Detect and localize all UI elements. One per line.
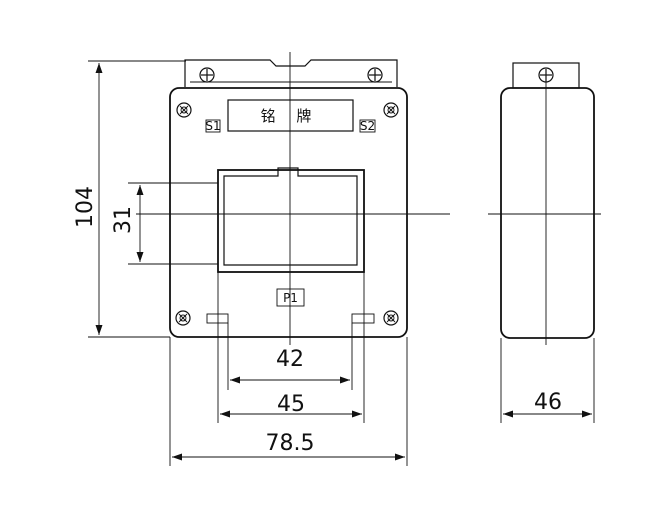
front-body — [169, 87, 408, 338]
dimension-104-label: 104 — [73, 186, 98, 228]
bracket-screw-left-icon — [199, 67, 215, 83]
dimension-46: 46 — [500, 338, 595, 423]
terminal-s2 — [359, 119, 376, 133]
bracket-screw-right-icon — [367, 67, 383, 83]
dimension-42: 42 — [227, 323, 353, 390]
terminal-p1 — [276, 288, 305, 307]
dimension-78-5-label: 78.5 — [266, 431, 315, 456]
corner-screw-top-left-icon — [176, 102, 192, 118]
terminal-s1-label: S1 — [205, 119, 220, 133]
side-view — [488, 62, 601, 345]
corner-screw-top-right-icon — [383, 102, 399, 118]
dimension-46-label: 46 — [534, 390, 562, 415]
terminal-s2-label: S2 — [360, 119, 375, 133]
window-outer — [217, 169, 365, 273]
dimension-31: 31 — [111, 182, 218, 265]
top-bracket — [184, 59, 398, 87]
side-bracket-screw-icon — [538, 67, 554, 83]
mounting-slot-right — [351, 313, 375, 324]
mounting-slot-left — [206, 313, 229, 324]
window-inner — [223, 167, 358, 266]
nameplate — [227, 99, 354, 132]
front-view: 铭 牌 S1 S2 P1 — [136, 52, 450, 345]
terminal-p1-label: P1 — [283, 291, 298, 305]
corner-screw-bottom-right-icon — [383, 310, 399, 326]
terminal-s1 — [205, 119, 221, 133]
nameplate-text: 铭 牌 — [261, 107, 320, 125]
corner-screw-bottom-left-icon — [175, 310, 191, 326]
dimension-104: 104 — [73, 60, 186, 338]
dimension-45-label: 45 — [277, 392, 305, 417]
dimension-31-label: 31 — [111, 206, 136, 234]
dimension-42-label: 42 — [276, 347, 304, 372]
dimension-45: 45 — [217, 272, 365, 423]
side-body — [500, 87, 595, 339]
dimension-78-5: 78.5 — [169, 337, 408, 466]
